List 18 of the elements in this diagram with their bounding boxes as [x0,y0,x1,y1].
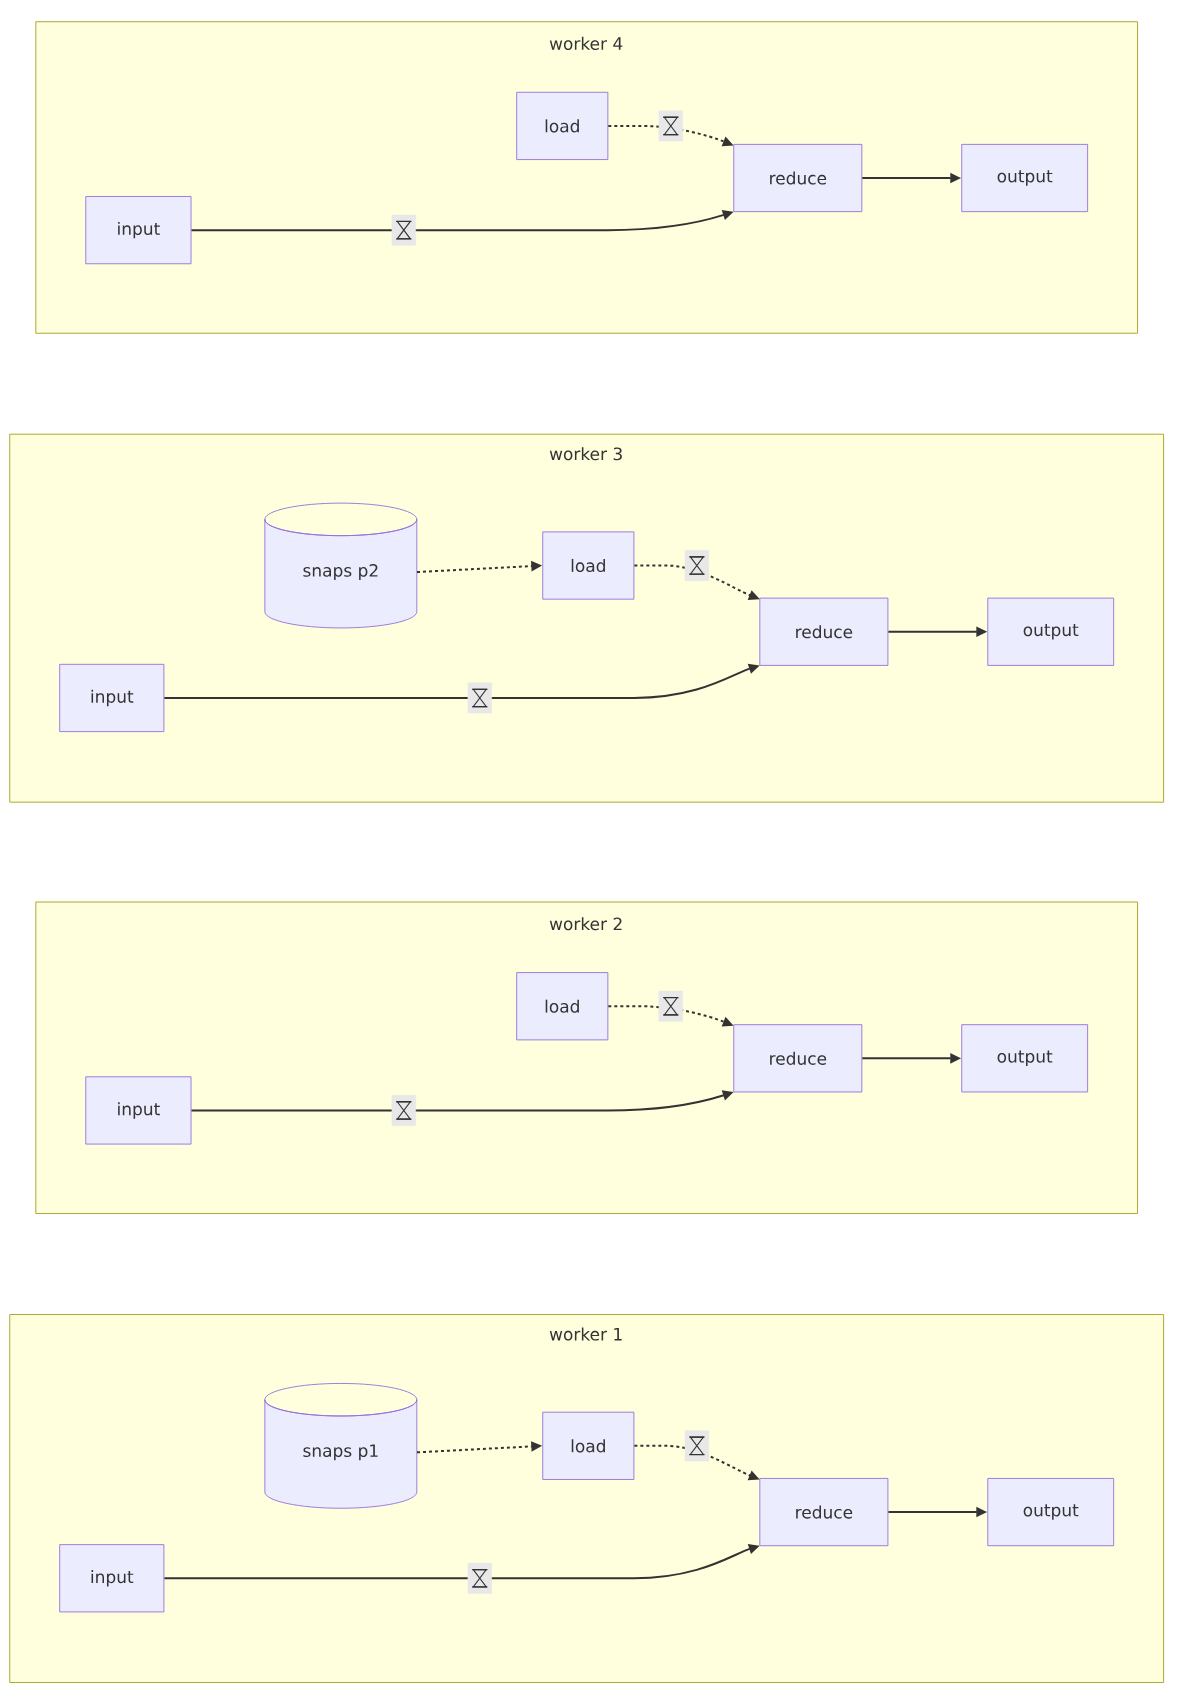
process-box: output [987,597,1115,666]
process-box: load [516,91,609,160]
process-box: input [85,196,192,265]
process-box: output [961,1024,1089,1093]
process-box: reduce [733,1024,863,1093]
process-box: input [85,1076,192,1145]
process-box: reduce [759,1477,889,1547]
process-box: output [961,143,1089,213]
process-box: load [516,972,609,1041]
database-cylinder: snaps p2 [264,502,418,629]
process-box: load [542,531,635,600]
database-cylinder: snaps p1 [264,1383,418,1509]
process-box: input [59,1544,165,1613]
process-box: output [987,1477,1115,1547]
process-box: reduce [759,597,889,666]
process-box: load [542,1411,635,1480]
process-box: input [59,663,165,733]
process-box: reduce [733,143,863,213]
